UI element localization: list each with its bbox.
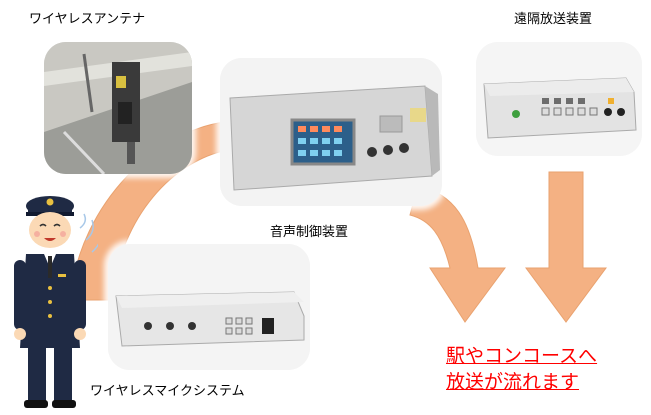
message-line-1: 駅やコンコースへ — [446, 345, 598, 367]
mic-label: ワイヤレスマイクシステム — [90, 384, 245, 399]
mic-image — [108, 244, 310, 370]
voice-waves-icon — [79, 213, 98, 253]
antenna-image — [44, 42, 192, 174]
mixer-image — [220, 58, 442, 206]
broadcast-message: 駅やコンコースへ 放送が流れます — [446, 343, 597, 395]
antenna-label: ワイヤレスアンテナ — [29, 12, 146, 27]
mixer-output-arrow — [409, 184, 506, 323]
message-line-2: 放送が流れます — [446, 371, 580, 393]
remote-image — [476, 42, 642, 156]
remote-photo — [476, 42, 642, 156]
antenna-photo — [44, 42, 192, 174]
mixer-label: 音声制御装置 — [270, 225, 349, 240]
remote-output-arrow — [525, 171, 607, 323]
mixer-photo — [220, 58, 442, 206]
station-staff-illustration — [14, 196, 98, 408]
mic-photo — [108, 244, 310, 370]
remote-label: 遠隔放送装置 — [514, 12, 593, 27]
